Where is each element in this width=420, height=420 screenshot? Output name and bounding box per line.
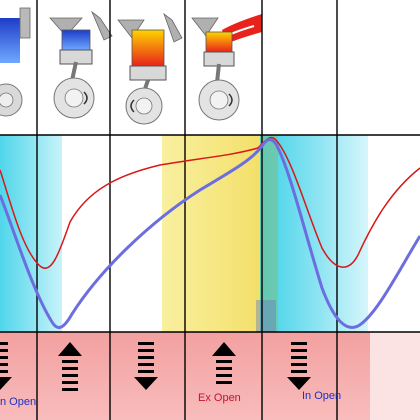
- intake-band-left: [0, 135, 62, 332]
- exhaust-open-label: Ex Open: [198, 392, 241, 404]
- intake-open-label-left: n Open: [0, 396, 37, 408]
- valve-overlap-band: [260, 135, 278, 332]
- pressure-curve: [0, 136, 420, 269]
- arrow-down-icon: [134, 342, 158, 390]
- volume-curve: [0, 138, 420, 330]
- engine-illustration-row: [0, 0, 420, 135]
- arrow-up-icon: [212, 342, 236, 384]
- engine-compression-icon: [49, 10, 113, 119]
- engine-intake-icon: [0, 7, 31, 117]
- exhaust-band: [162, 135, 260, 332]
- arrow-down-icon: [287, 342, 311, 390]
- timing-bands: [0, 135, 420, 332]
- arrow-down-icon: [0, 342, 12, 390]
- engine-combustion-icon: [117, 12, 183, 125]
- intake-open-label: In Open: [302, 390, 342, 402]
- arrow-up-icon: [58, 342, 82, 391]
- engine-exhaust-icon: [191, 14, 262, 121]
